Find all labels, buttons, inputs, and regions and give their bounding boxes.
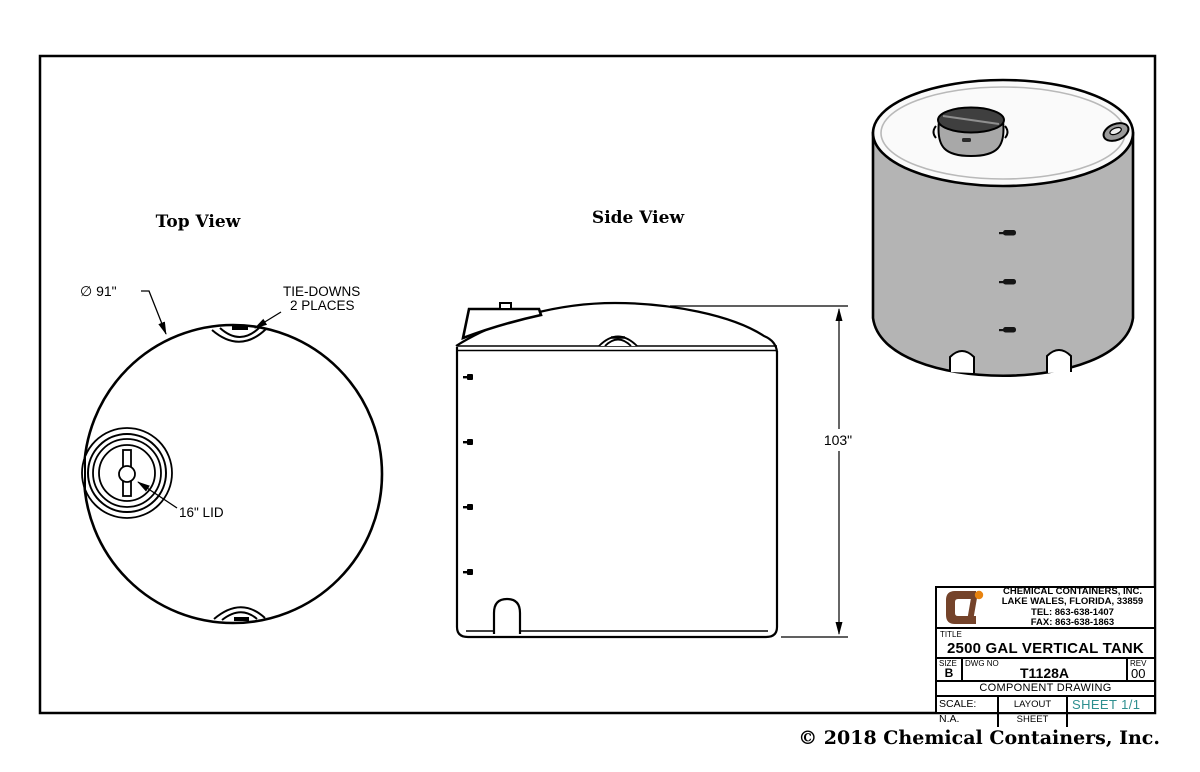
tank-body-outline [455,347,779,639]
iso-lid-nub [962,138,971,142]
iso-tie-down-lug [1102,122,1130,142]
top-view-drawing: ∅ 91" TIE-DOWNS 2 PLACES 16" LID [80,283,384,625]
lid-top-view [81,427,173,519]
sheet-border [38,54,1157,715]
iso-bottom-arch-right [1046,349,1072,373]
iso-bottom-arch-left [949,350,975,373]
dwg-no-label: DWG NO [965,659,999,668]
company-name: CHEMICAL CONTAINERS, INC. [1003,586,1142,598]
drawing-type: COMPONENT DRAWING [937,682,1154,697]
tie-down-bottom-outer [213,606,266,620]
title-block: CHEMICAL CONTAINERS, INC. LAKE WALES, FL… [935,586,1156,727]
dwg-no-cell: DWG NO T1128A [963,659,1128,680]
company-fax: FAX: 863-638-1863 [1030,616,1115,628]
iso-lid-handle-right [1004,125,1009,139]
title-label: TITLE [940,630,962,639]
tie-down-bottom-slot [234,617,249,621]
level-marks [463,374,473,575]
title-row: TITLE 2500 GAL VERTICAL TANK [937,629,1154,659]
tie-downs-label-line2: 2 PLACES [290,298,355,313]
tie-down-top-inner [219,327,260,338]
iso-body [871,131,1135,378]
size-label: SIZE [939,659,957,668]
cci-logo [937,590,995,625]
size-value: B [944,666,954,680]
iso-lid-handle-left [932,125,937,139]
company-info: CHEMICAL CONTAINERS, INC. LAKE WALES, FL… [995,586,1154,628]
side-view-title: Side View [591,208,685,228]
scale-sheet-row: SCALE: N.A. LAYOUT SHEET SHEET 1/1 [937,697,1154,727]
lid-label: 16" LID [179,505,224,520]
top-view-title: Top View [155,212,241,232]
side-lid-vent-tab [499,302,512,310]
sheet-number: SHEET 1/1 [1072,697,1141,712]
iso-view-drawing [871,78,1135,378]
cci-logo-icon [946,590,984,624]
dome-tie-down-inner [604,338,632,347]
size-cell: SIZE B [937,659,963,680]
tie-down-bottom-inner [221,611,258,621]
tie-downs-label-line1: TIE-DOWNS [283,284,360,299]
dwg-no-value: T1128A [1019,665,1070,681]
lid-leader [137,481,178,509]
company-address: LAKE WALES, FLORIDA, 33859 [1001,596,1144,608]
lid-center-vent [118,465,136,483]
drawing-title: 2500 GAL VERTICAL TANK [947,640,1144,657]
height-dimension-label: 103" [824,432,852,448]
rev-value: 00 [1131,666,1146,681]
copyright-text: © 2018 Chemical Containers, Inc. [798,727,1160,749]
scale-text: SCALE: N.A. [937,697,999,727]
tie-downs-leader [254,311,282,329]
diameter-leader [141,290,167,335]
company-tel: TEL: 863-638-1407 [1031,606,1114,618]
tie-down-top-outer [211,328,267,343]
iso-lid-top-highlight [942,115,1000,125]
tie-down-top-slot [232,326,248,330]
diameter-label: ∅ 91" [80,283,117,299]
size-dwg-rev-row: SIZE B DWG NO T1128A REV 00 [937,659,1154,682]
rev-cell: REV 00 [1128,659,1154,681]
bottom-tie-down-arch [492,597,522,634]
title-block-company-row: CHEMICAL CONTAINERS, INC. LAKE WALES, FL… [937,586,1154,629]
side-lid [461,307,543,341]
layout-sheet-text: LAYOUT SHEET [999,697,1068,727]
side-view-drawing: 103" [455,301,852,639]
rev-label: REV [1130,659,1147,668]
